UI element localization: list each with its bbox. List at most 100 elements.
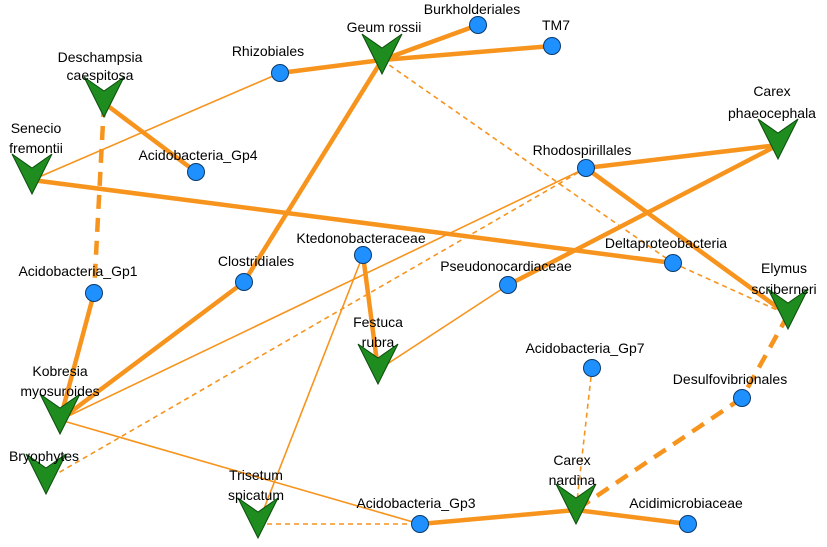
plant-node-trisetum-spicatum[interactable] (237, 497, 279, 540)
node-label-clostridiales: Clostridiales (218, 253, 294, 269)
edge-geum-rossii-tm7 (381, 43, 553, 63)
node-label-line: rubra (362, 334, 395, 350)
taxon-node-tm7[interactable] (543, 37, 561, 55)
plant-node-geum-rossii[interactable] (361, 33, 403, 76)
edges-layer (31, 22, 790, 527)
node-label-line: myosuroides (20, 383, 99, 399)
node-label-deltaproteobacteria: Deltaproteobacteria (605, 235, 727, 251)
node-label-desulfovibrionales: Desulfovibrionales (673, 371, 787, 387)
node-label-line: Rhizobiales (232, 43, 304, 59)
node-label-line: Desulfovibrionales (673, 371, 787, 387)
edge-acidobacteria-gp1-kobresia-myosuroides (57, 292, 97, 421)
plant-node-carex-phaeocephala[interactable] (757, 118, 799, 161)
node-label-acidobacteria-gp7: Acidobacteria_Gp7 (525, 340, 644, 356)
taxon-node-acidimicrobiaceae[interactable] (679, 515, 697, 533)
node-label-line: Carex (753, 83, 790, 99)
plant-node-kobresia-myosuroides[interactable] (39, 393, 81, 436)
edge-ktedonobacteraceae-trisetum-spicatum (257, 254, 364, 525)
node-label-line: Bryophytes (9, 448, 79, 464)
node-label-line: Acidimicrobiaceae (629, 495, 743, 511)
node-label-line: Kobresia (32, 363, 87, 379)
edge-carex-nardina-acidobacteria-gp3 (419, 507, 577, 527)
plant-node-elymus-scriberneri[interactable] (767, 288, 809, 331)
edge-kobresia-myosuroides-acidobacteria-gp3 (59, 419, 421, 525)
edge-deschampsia-caespitosa-acidobacteria-gp4 (102, 101, 198, 174)
node-label-line: TM7 (542, 17, 570, 33)
node-label-line: scriberneri (751, 281, 816, 297)
taxon-node-acidobacteria-gp3[interactable] (411, 515, 429, 533)
edge-geum-rossii-clostridiales (242, 58, 384, 284)
plant-node-festuca-rubra[interactable] (357, 343, 399, 386)
taxon-node-acidobacteria-gp1[interactable] (85, 284, 103, 302)
node-label-rhodospirillales: Rhodospirillales (533, 142, 632, 158)
node-label-trisetum-spicatum: Trisetum spicatum (228, 467, 284, 503)
plant-node-senecio-fremontii[interactable] (11, 153, 53, 196)
taxon-node-burkholderiales[interactable] (469, 16, 487, 34)
edge-geum-rossii-rhizobiales (279, 57, 383, 76)
taxon-node-acidobacteria-gp4[interactable] (187, 163, 205, 181)
edge-ktedonobacteraceae-festuca-rubra (360, 254, 381, 371)
edge-pseudonocardiaceae-festuca-rubra (377, 284, 509, 371)
node-label-line: Deltaproteobacteria (605, 235, 727, 251)
node-label-line: nardina (549, 472, 596, 488)
nodes-layer (11, 16, 809, 540)
node-label-line: Ktedonobacteraceae (296, 230, 425, 246)
node-label-line: phaeocephala (728, 105, 816, 121)
node-label-line: Rhodospirillales (533, 142, 632, 158)
node-label-line: spicatum (228, 487, 284, 503)
taxon-node-clostridiales[interactable] (235, 273, 253, 291)
edge-senecio-fremontii-deltaproteobacteria (31, 177, 674, 266)
node-label-geum-rossii: Geum rossii (347, 19, 422, 35)
node-label-ktedonobacteraceae: Ktedonobacteraceae (296, 230, 425, 246)
taxon-node-deltaproteobacteria[interactable] (664, 254, 682, 272)
node-label-line: Senecio (11, 120, 62, 136)
taxon-node-ktedonobacteraceae[interactable] (354, 246, 372, 264)
taxon-node-rhodospirillales[interactable] (577, 159, 595, 177)
plant-node-bryophytes[interactable] (25, 453, 67, 496)
node-label-senecio-fremontii: Senecio fremontii (9, 120, 63, 156)
edge-deltaproteobacteria-elymus-scriberneri (672, 262, 789, 316)
node-label-acidobacteria-gp3: Acidobacteria_Gp3 (356, 495, 475, 511)
plant-node-carex-nardina[interactable] (555, 483, 597, 526)
node-label-rhizobiales: Rhizobiales (232, 43, 304, 59)
node-label-line: Acidobacteria_Gp7 (525, 340, 644, 356)
edge-carex-nardina-acidimicrobiaceae (575, 507, 689, 527)
edge-deschampsia-caespitosa-acidobacteria-gp1 (91, 102, 107, 294)
node-label-acidobacteria-gp4: Acidobacteria_Gp4 (138, 147, 257, 163)
node-label-carex-phaeocephala: Carex phaeocephala (728, 83, 816, 121)
node-label-line: fremontii (9, 140, 63, 156)
node-label-line: caespitosa (67, 67, 134, 83)
node-label-tm7: TM7 (542, 17, 570, 33)
node-label-line: Pseudonocardiaceae (440, 258, 572, 274)
edge-desulfovibrionales-carex-nardina (574, 396, 744, 512)
edge-carex-phaeocephala-rhodospirillales (585, 142, 779, 171)
edge-acidobacteria-gp7-carex-nardina (575, 367, 593, 511)
node-label-line: Acidobacteria_Gp4 (138, 147, 257, 163)
edge-carex-phaeocephala-pseudonocardiaceae (506, 143, 780, 287)
taxon-node-desulfovibrionales[interactable] (733, 389, 751, 407)
node-label-burkholderiales: Burkholderiales (424, 1, 521, 17)
edge-elymus-scriberneri-desulfovibrionales (740, 313, 790, 400)
node-label-line: Acidobacteria_Gp1 (18, 263, 137, 279)
node-label-kobresia-myosuroides: Kobresia myosuroides (20, 363, 99, 399)
node-label-line: Trisetum (229, 467, 283, 483)
node-label-line: Deschampsia (58, 49, 143, 65)
taxon-node-pseudonocardiaceae[interactable] (499, 276, 517, 294)
taxon-node-rhizobiales[interactable] (271, 64, 289, 82)
node-label-acidimicrobiaceae: Acidimicrobiaceae (629, 495, 743, 511)
edge-clostridiales-kobresia-myosuroides (58, 280, 246, 422)
edge-rhodospirillales-kobresia-myosuroides (59, 167, 587, 421)
node-label-acidobacteria-gp1: Acidobacteria_Gp1 (18, 263, 137, 279)
edge-rhodospirillales-bryophytes (45, 167, 587, 481)
edge-senecio-fremontii-rhizobiales (31, 72, 281, 181)
node-label-line: Carex (553, 452, 590, 468)
plant-node-deschampsia-caespitosa[interactable] (83, 76, 125, 119)
taxon-node-acidobacteria-gp7[interactable] (583, 359, 601, 377)
node-label-elymus-scriberneri: Elymus scriberneri (751, 260, 816, 297)
node-label-line: Geum rossii (347, 19, 422, 35)
node-label-line: Elymus (761, 260, 807, 276)
node-label-bryophytes: Bryophytes (9, 448, 79, 464)
